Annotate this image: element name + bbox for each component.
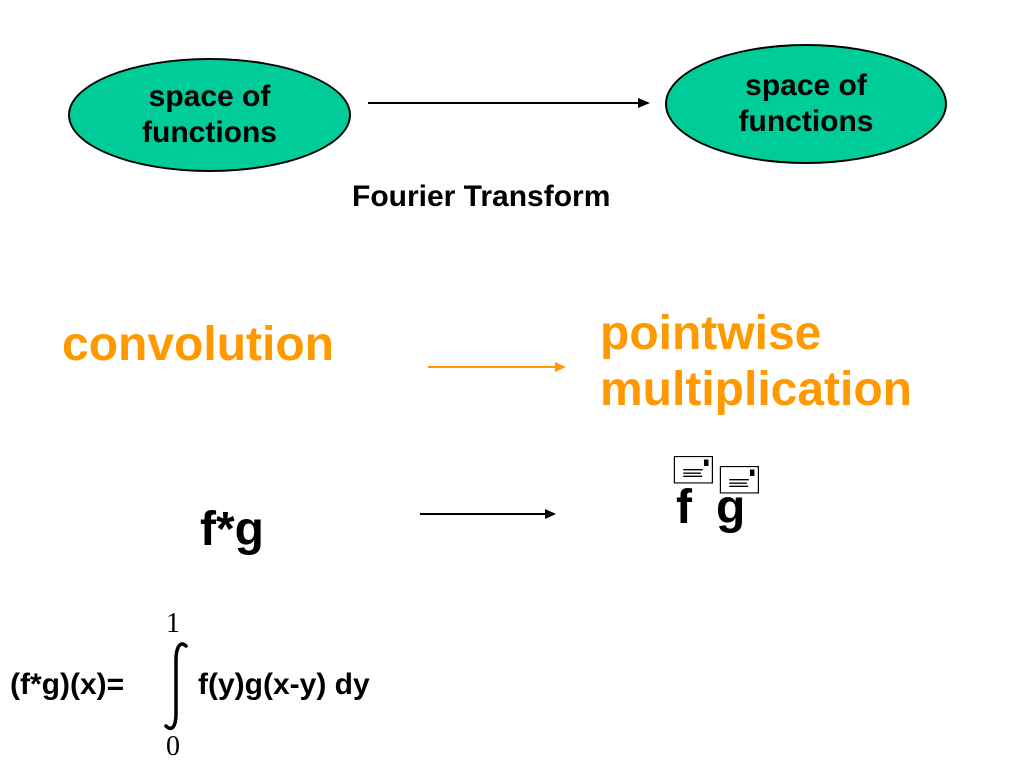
formula-lhs: (f*g)(x)= <box>10 668 125 701</box>
left-ellipse-label: space of functions <box>142 80 277 149</box>
integral-sign-path <box>164 642 188 731</box>
fg-convolution-expr: f*g <box>200 503 264 556</box>
f-hat-letter: f <box>676 481 692 534</box>
convolution-arrow-head <box>555 362 566 372</box>
left-space-ellipse: space of functions <box>68 58 351 172</box>
formula-integrand: f(y)g(x-y) dy <box>198 668 370 701</box>
right-space-ellipse: space of functions <box>665 44 947 164</box>
right-ellipse-label: space of functions <box>738 69 874 138</box>
g-hat-letter: g <box>716 481 746 534</box>
g-hat-glyph: 🖃 <box>716 457 763 501</box>
fourier-arrow-head <box>638 98 650 108</box>
integral-upper-limit: 1 <box>166 608 180 639</box>
integral-lower-limit: 0 <box>166 731 180 762</box>
multiplication-line: multiplication <box>600 363 912 416</box>
pointwise-multiplication-label: pointwise multiplication <box>600 306 912 418</box>
fourier-transform-label: Fourier Transform <box>352 180 611 213</box>
pointwise-line: pointwise <box>600 307 822 360</box>
convolution-label: convolution <box>62 318 334 371</box>
fg-arrow-head <box>545 509 556 519</box>
f-hat-glyph: 🖃 <box>670 447 717 491</box>
